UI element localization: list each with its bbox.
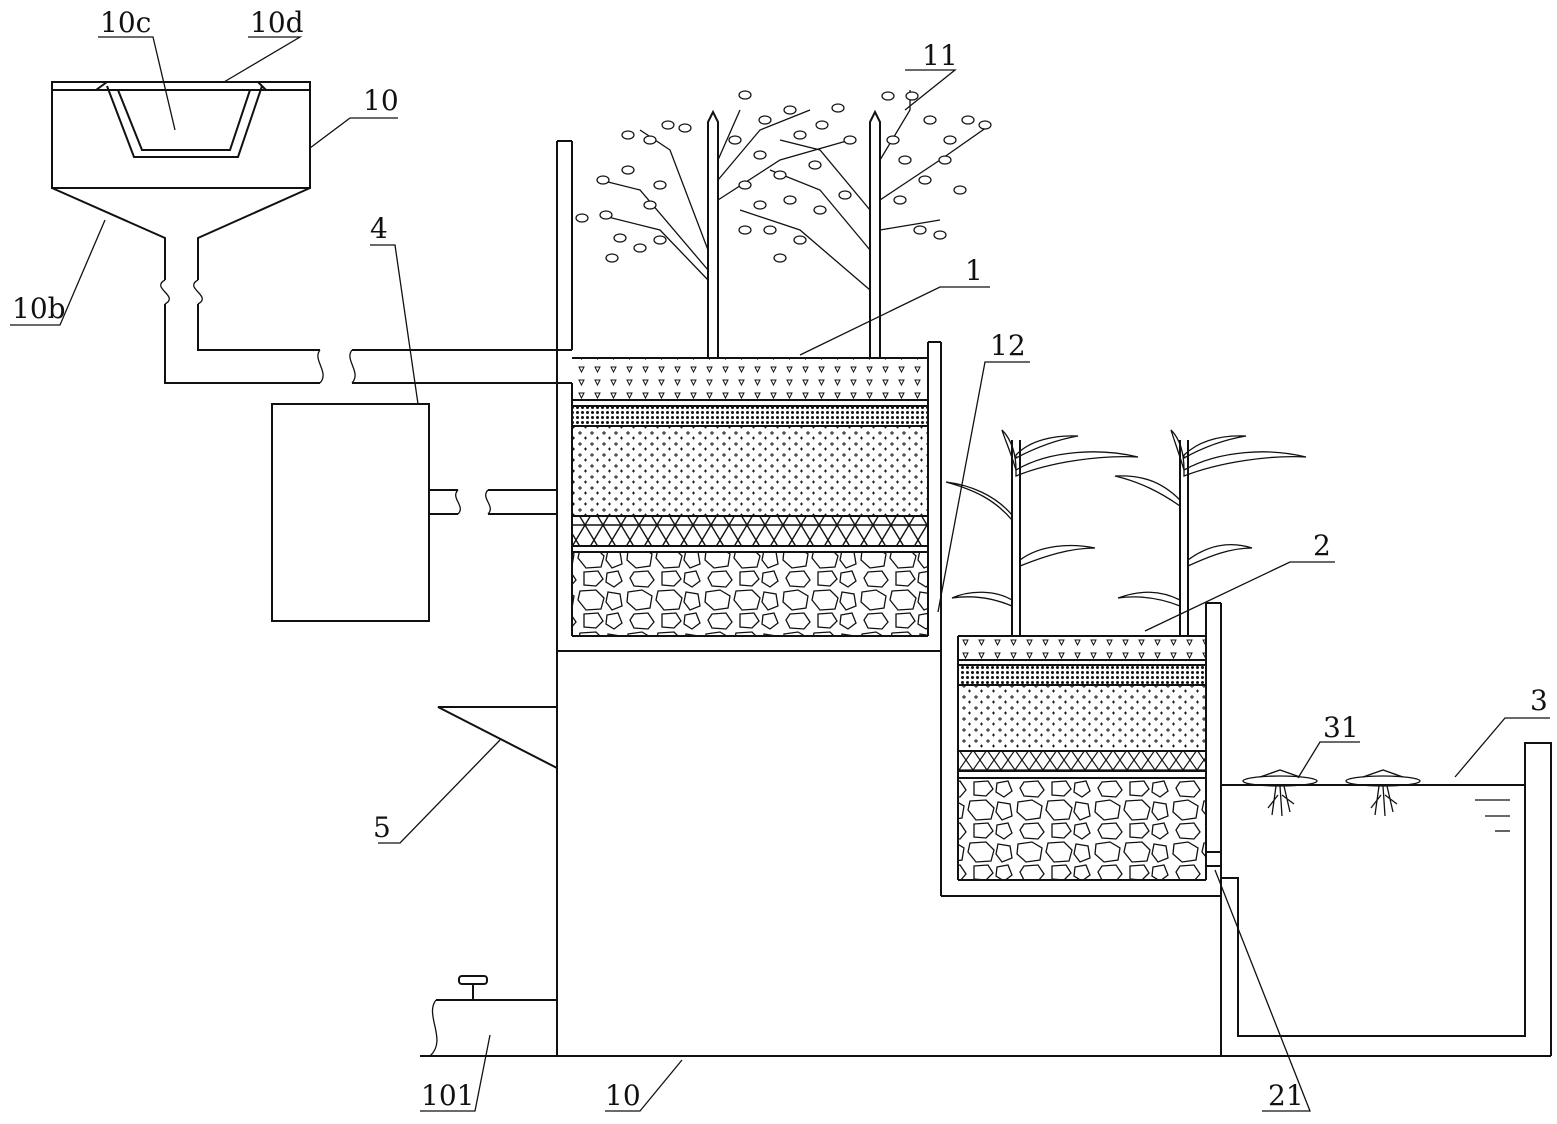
label-10-base: 10 [605,1079,641,1112]
label-31: 31 [1323,711,1359,744]
box-4 [271,403,557,622]
filter-bed-2 [958,635,1206,880]
label-101: 101 [421,1079,474,1112]
label-4: 4 [370,212,388,245]
feed-tank-10 [51,81,572,384]
label-11: 11 [922,39,958,72]
outlet-pipe-101 [429,975,557,1057]
reeds [945,429,1307,636]
label-10b: 10b [12,292,66,325]
label-5: 5 [373,811,391,844]
floating-plants-31 [1242,769,1421,817]
label-21: 21 [1268,1079,1304,1112]
filter-bed-1 [572,357,928,636]
hopper-5 [437,706,558,770]
basket-10c [95,81,267,158]
trees-11 [575,90,992,358]
label-3: 3 [1530,684,1548,717]
leader-lines [10,36,1550,1112]
label-1: 1 [965,254,983,287]
label-10-tank: 10 [363,84,399,117]
label-12: 12 [990,329,1026,362]
label-10c: 10c [100,6,151,39]
label-2: 2 [1313,529,1331,562]
labels: 10c 10d 10 10b 11 4 1 12 2 3 31 5 101 10… [12,6,1548,1112]
label-10d: 10d [250,6,304,39]
